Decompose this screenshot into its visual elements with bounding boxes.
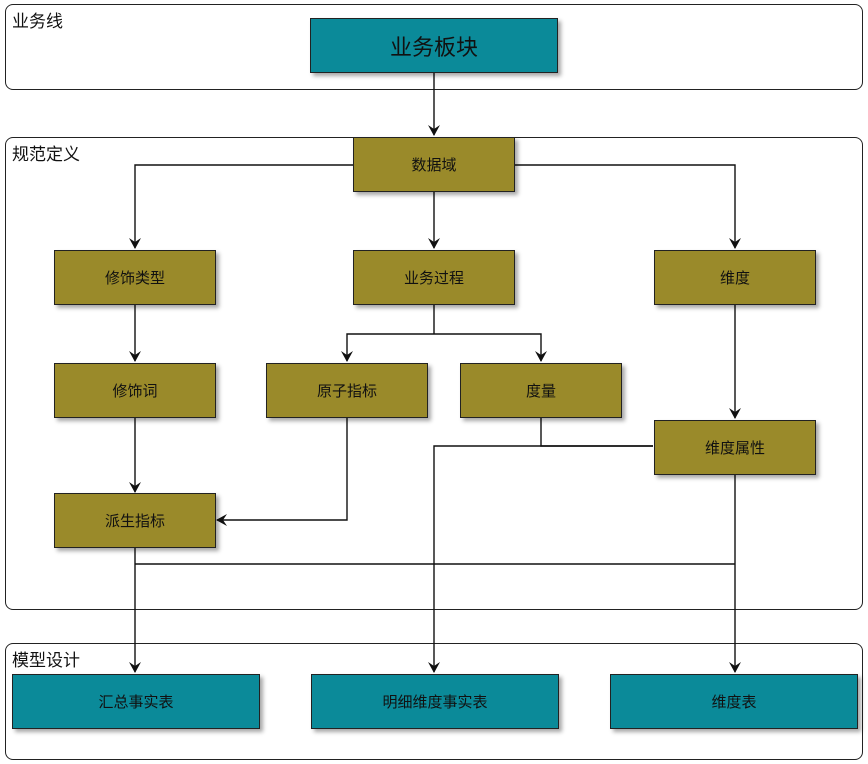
modifier-word-node: 修饰词 (54, 363, 216, 418)
edge-to-detail-fact (428, 445, 653, 673)
atomic-metric-label: 原子指标 (316, 382, 377, 400)
dimension-label: 维度 (719, 269, 750, 287)
business-process-node: 业务过程 (353, 250, 515, 305)
edge-process-to-atomic (341, 333, 434, 362)
business-line-title: 业务线 (12, 12, 63, 32)
business-block-label: 业务板块 (389, 35, 478, 61)
measure-node: 度量 (460, 363, 622, 418)
edge-atomic-to-derived (216, 418, 348, 526)
detail-fact-table-label: 明细维度事实表 (382, 693, 488, 711)
atomic-metric-node: 原子指标 (266, 363, 428, 418)
modifier-type-node: 修饰类型 (54, 250, 216, 305)
business-process-label: 业务过程 (403, 269, 464, 287)
dimension-node: 维度 (654, 250, 816, 305)
summary-fact-table-node: 汇总事实表 (12, 674, 260, 729)
derived-metric-label: 派生指标 (104, 512, 165, 530)
dimension-table-label: 维度表 (711, 693, 757, 711)
derived-metric-node: 派生指标 (54, 493, 216, 548)
business-block-node: 业务板块 (310, 18, 558, 73)
data-domain-node: 数据域 (353, 137, 515, 192)
edge-measure-join (540, 418, 653, 447)
dimension-attribute-node: 维度属性 (654, 420, 816, 475)
edge-domain-to-dimension (515, 164, 741, 249)
summary-fact-table-label: 汇总事实表 (98, 693, 174, 711)
spec-title: 规范定义 (12, 145, 80, 165)
modifier-word-label: 修饰词 (112, 382, 158, 400)
measure-label: 度量 (525, 382, 556, 400)
model-title: 模型设计 (12, 651, 80, 671)
edge-process-to-measure (434, 333, 547, 362)
dimension-attribute-label: 维度属性 (704, 439, 765, 457)
data-domain-label: 数据域 (411, 156, 457, 174)
edge-domain-to-modifier-type (129, 164, 353, 249)
modifier-type-label: 修饰类型 (104, 269, 165, 287)
dimension-table-node: 维度表 (610, 674, 858, 729)
detail-fact-table-node: 明细维度事实表 (311, 674, 559, 729)
